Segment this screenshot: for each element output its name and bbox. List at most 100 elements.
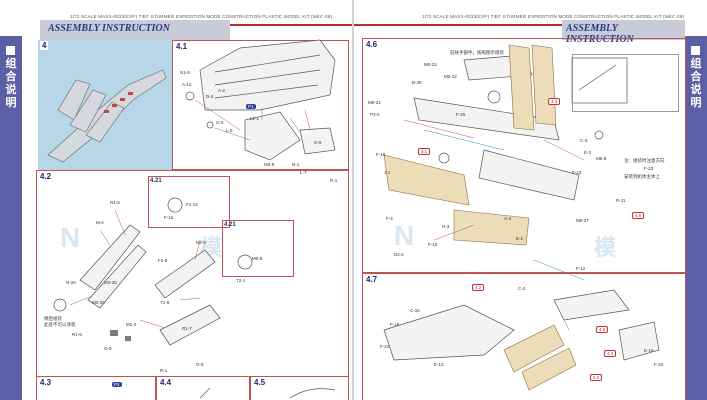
tab-marker (6, 46, 15, 55)
side-tab-char: 合 (5, 71, 17, 83)
part-label: F-25 (456, 112, 466, 117)
detail-callout (572, 54, 679, 112)
part-label: G-5 (196, 362, 204, 367)
sub-4-21-a (148, 176, 230, 228)
step-marker: 5.1 (418, 148, 431, 155)
part-label: M3-8 (264, 162, 275, 167)
part-label: F-12 (576, 266, 586, 271)
section-4-6 (362, 38, 686, 273)
side-tab: 组合说明 (0, 36, 22, 400)
part-label: M0-27 (576, 218, 589, 223)
part-label: D2-2 (394, 252, 404, 257)
step-4-7: 4.7 (366, 275, 378, 284)
part-label: F1-14 (186, 202, 198, 207)
part-label: L2-1 (250, 116, 260, 121)
side-tab-char: 组 (5, 58, 17, 70)
part-label: E-2 (516, 236, 524, 241)
section-4-2-diagram (53, 197, 253, 346)
step-4: 4 (40, 41, 49, 50)
part-label: M0-21 (368, 100, 381, 105)
part-label: M3-12 (444, 74, 457, 79)
part-label: C-2 (518, 286, 526, 291)
step-marker: 4.4 (604, 350, 617, 357)
part-label: H-3 (442, 224, 450, 229)
part-label: F-15 (428, 242, 438, 247)
part-badge: P2 (112, 382, 122, 387)
header-title: ASSEMBLY INSTRUCTION (566, 23, 634, 45)
step-4-2: 4.2 (40, 172, 52, 181)
part-label: E-16 (644, 348, 654, 353)
part-label: C-3 (580, 138, 588, 143)
part-label: M0-5 (252, 256, 263, 261)
part-label: C-15 (410, 308, 420, 313)
part-label: F-4 (386, 216, 393, 221)
side-tab-char: 说 (5, 84, 17, 96)
part-label: F-22 (654, 362, 664, 367)
watermark-right-2: 模 (594, 235, 617, 260)
part-label: A-4 (504, 216, 512, 221)
step-marker: 5.2 (590, 374, 603, 381)
header-bar: ASSEMBLY INSTRUCTION (562, 20, 685, 45)
part-label: F-15 (164, 215, 174, 220)
left-page: 1/72 SCALE MASX-0033(EXP) TIEF STURMER E… (0, 0, 353, 400)
part-label: N-1 (292, 162, 300, 167)
running-head: 1/72 SCALE MASX-0033(EXP) TIEF STURMER E… (422, 14, 685, 19)
part-label: R-11 (616, 198, 626, 203)
section-4-6-diagram (383, 44, 660, 391)
part-label: T1-8 (160, 300, 170, 305)
step-4-4: 4.4 (160, 378, 172, 387)
part-label: R1-7 (182, 326, 192, 331)
step-4-5: 4.5 (254, 378, 266, 387)
part-label: G-8 (104, 346, 112, 351)
step-marker: 4.2 (472, 284, 485, 291)
side-tab-char: 组 (690, 58, 702, 70)
step-4-21-b: 4.21 (224, 222, 236, 228)
header-rule (354, 24, 562, 26)
part-label: L-5 (226, 128, 233, 133)
part-label: R-1 (160, 368, 168, 373)
section-4-3 (36, 376, 156, 400)
note-text: 稍后组装 (44, 316, 62, 321)
header-bar: ASSEMBLY INSTRUCTION (40, 20, 230, 40)
part-label: L-7 (300, 170, 307, 175)
part-label: N1-9 (180, 70, 190, 75)
tab-marker (691, 46, 700, 55)
part-label: F-23 (644, 166, 654, 171)
side-tab-label: 组合说明 (2, 58, 20, 110)
side-tab: 组合说明 (685, 36, 707, 400)
part-label: A-2 (218, 88, 226, 93)
section-4-1 (172, 40, 349, 170)
watermark-right: N (394, 220, 415, 251)
sub-4-21-b (222, 220, 294, 277)
part-label: M5-8 (596, 156, 607, 161)
part-label: R1-6 (72, 332, 82, 337)
part-label: M0-26 (92, 300, 105, 305)
part-label: P3-2 (370, 112, 380, 117)
side-tab-char: 说 (690, 84, 702, 96)
part-label: F-23 (572, 170, 582, 175)
step-4-1: 4.1 (176, 42, 188, 51)
step-marker: 4.8 (632, 212, 645, 219)
part-label: M0-22 (424, 62, 437, 67)
step-4-21-a: 4.21 (150, 178, 162, 184)
part-label: N2-3 (196, 240, 206, 245)
step-marker: 4.3 (548, 98, 561, 105)
right-page: 1/72 SCALE MASX-0033(EXP) TIEF STURMER E… (354, 0, 707, 400)
part-label: F1-8 (158, 258, 168, 263)
model-render (47, 69, 167, 163)
part-label: M-2 (96, 220, 104, 225)
note-text: 此处不可以涂装 (44, 322, 76, 327)
note-text: 安装到机体主体上 (624, 174, 660, 179)
note-text: 注：组装时注意方向 (624, 158, 665, 163)
part-label: N-20 (66, 280, 76, 285)
part-label: G-5 (216, 120, 224, 125)
part-label: F-19 (390, 322, 400, 327)
section-4-4 (156, 376, 250, 400)
header-rule (230, 24, 353, 26)
part-label: F-24 (380, 344, 390, 349)
section-4-5 (250, 376, 349, 400)
watermark-left: N (60, 222, 81, 253)
part-label: J-1 (384, 170, 391, 175)
step-4-3: 4.3 (40, 378, 52, 387)
part-label: A-12 (182, 82, 192, 87)
